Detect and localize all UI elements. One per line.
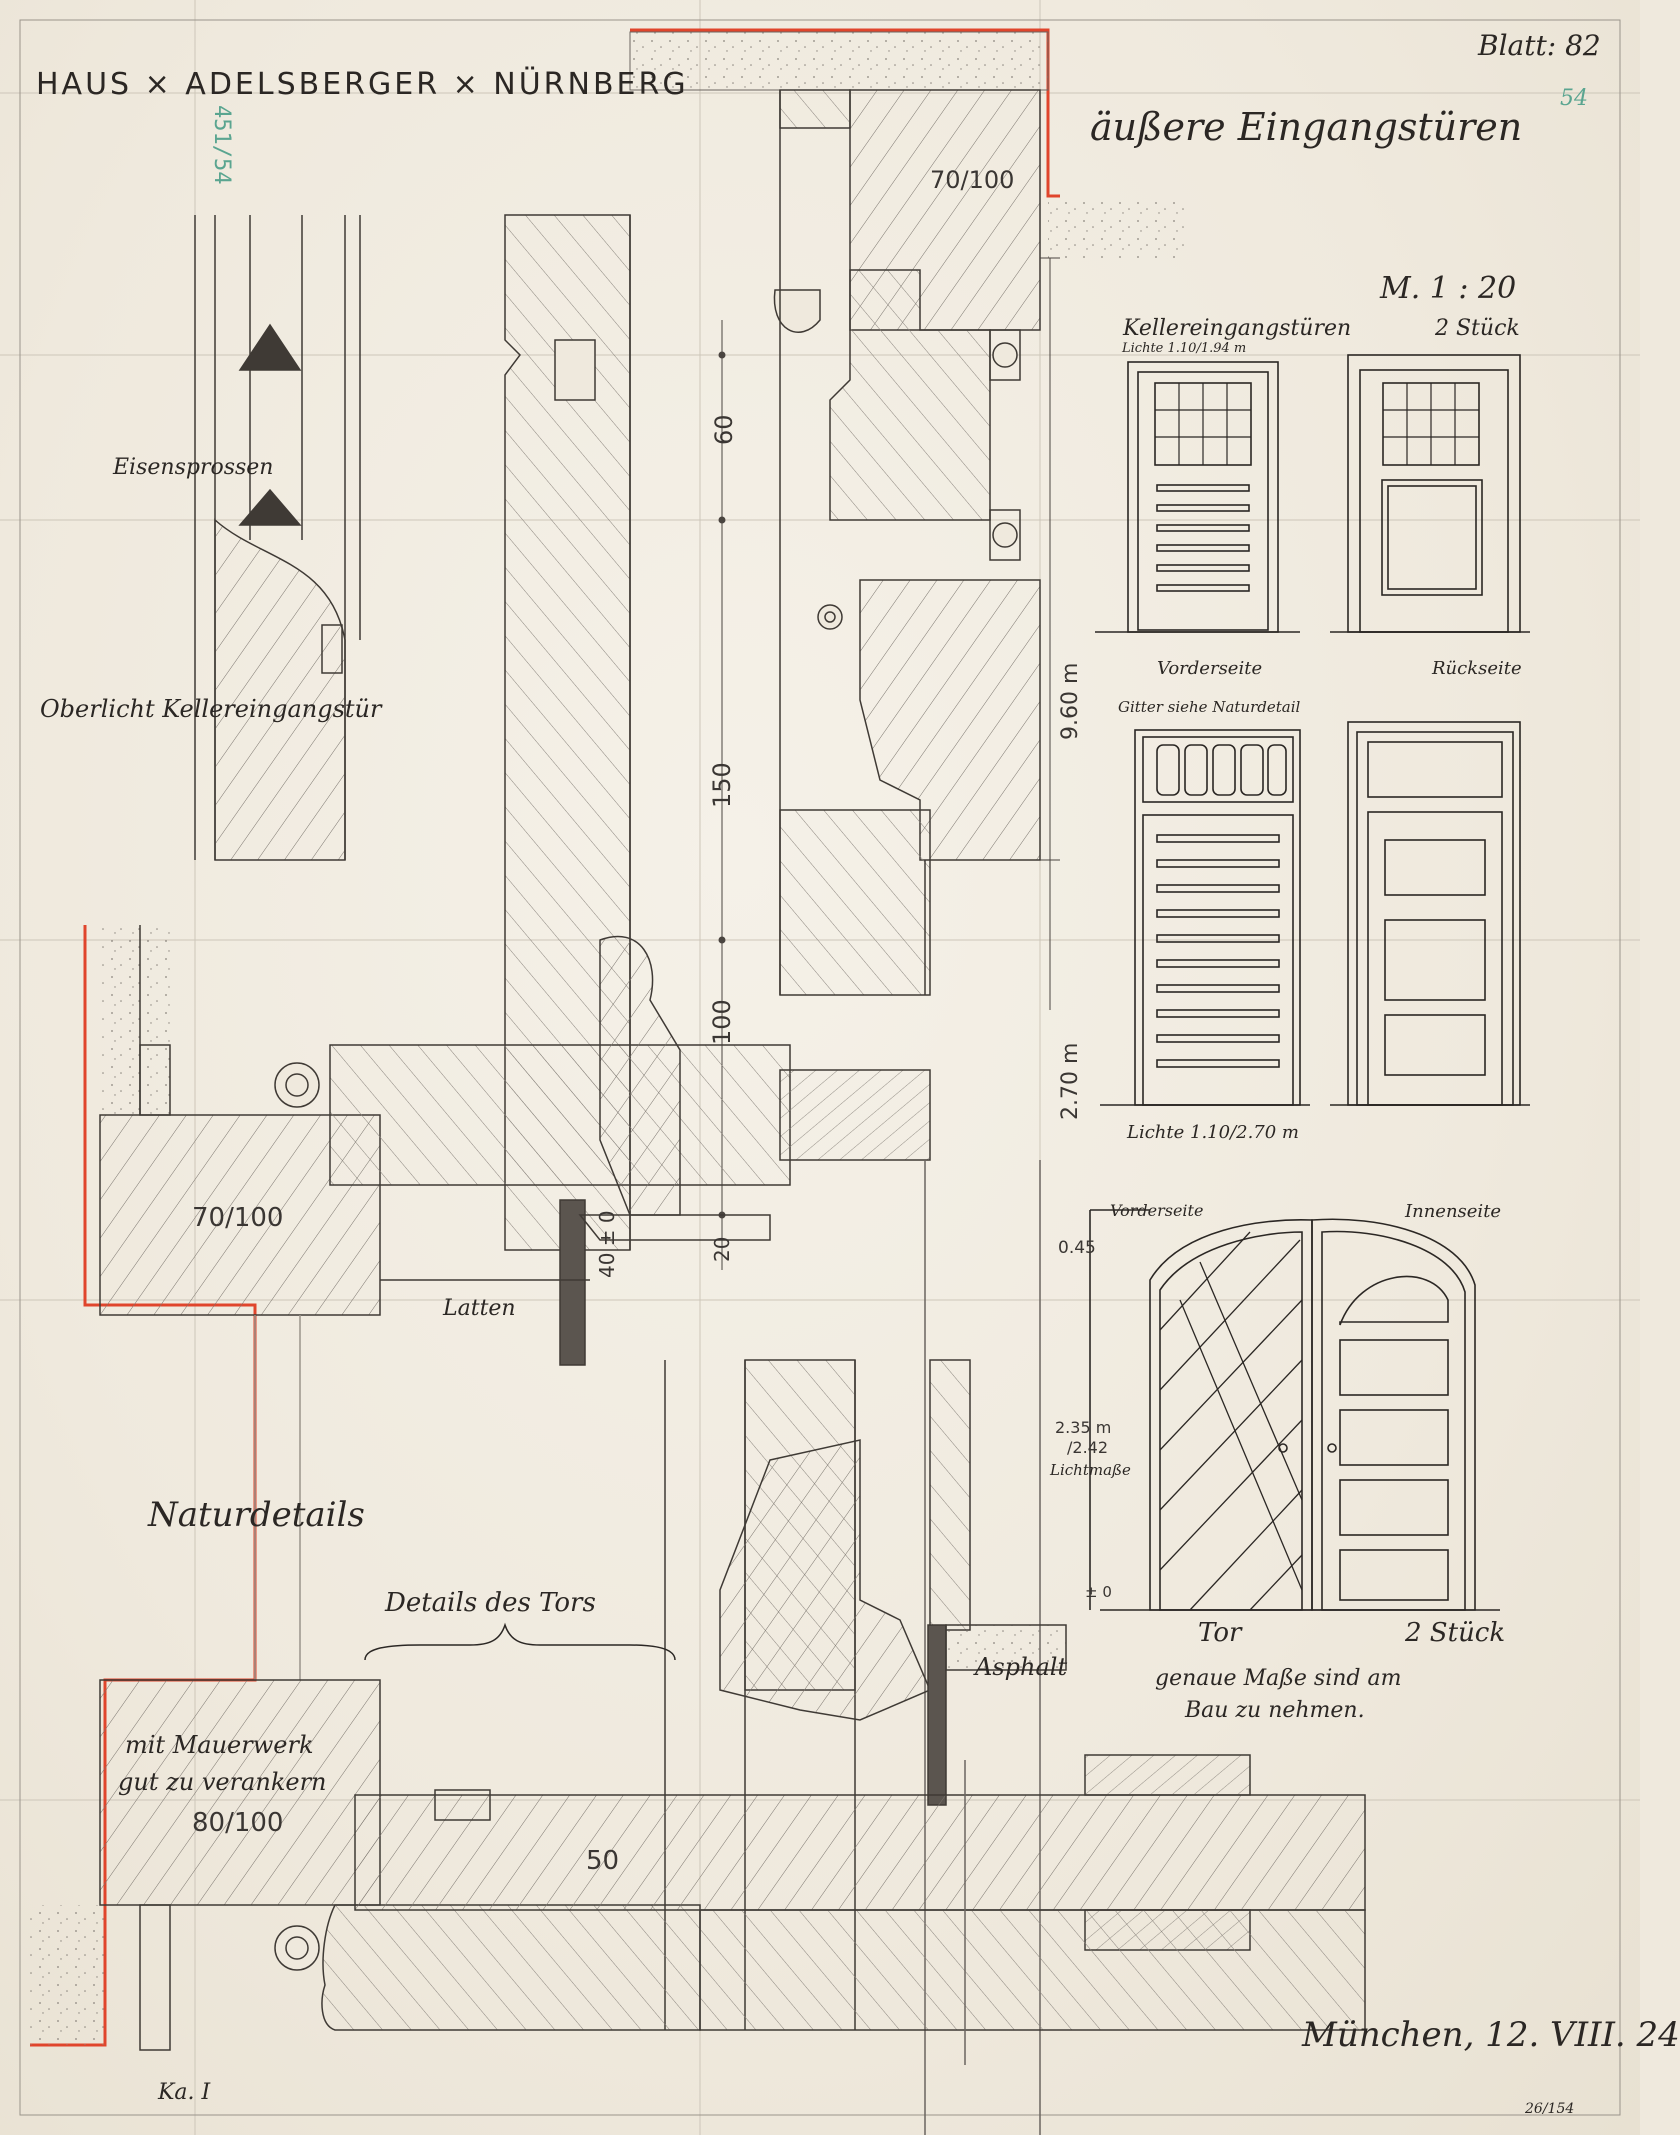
sheet-subtitle: äußere Eingangstüren bbox=[1090, 105, 1523, 149]
dim-045: 0.45 bbox=[1058, 1238, 1096, 1258]
technical-drawing bbox=[0, 0, 1640, 2135]
initials: Ka. I bbox=[158, 2080, 211, 2105]
sheet-number: Blatt: 82 bbox=[1478, 29, 1601, 62]
beam-section bbox=[30, 1679, 1366, 2065]
label-eisensprossen: Eisensprossen bbox=[113, 455, 274, 480]
dim-70-100-top: 70/100 bbox=[930, 166, 1015, 194]
dim-150: 150 bbox=[708, 762, 736, 808]
dim-50: 50 bbox=[586, 1846, 620, 1876]
label-keller-count: 2 Stück bbox=[1435, 316, 1520, 341]
label-tor-vorderseite: Vorderseite bbox=[1110, 1201, 1204, 1220]
detail-brace bbox=[364, 1622, 676, 1661]
tall-door-elevations bbox=[1100, 721, 1530, 1106]
dim-40: 40 ± 0 bbox=[595, 1210, 619, 1278]
label-tor: Tor bbox=[1198, 1618, 1242, 1648]
note-line-2: Bau zu nehmen. bbox=[1185, 1698, 1365, 1723]
sheet-title: HAUS × ADELSBERGER × NÜRNBERG bbox=[36, 67, 689, 102]
label-natur-details: Naturdetails bbox=[148, 1495, 365, 1535]
sill-section bbox=[99, 925, 791, 1680]
frame-section bbox=[773, 89, 1041, 996]
label-mauerwerk-2: gut zu verankern bbox=[118, 1768, 327, 1796]
label-asphalt: Asphalt bbox=[975, 1653, 1068, 1681]
archive-stamp: 451/54 bbox=[209, 105, 234, 185]
label-tor-count: 2 Stück bbox=[1405, 1618, 1506, 1648]
label-mauerwerk-1: mit Mauerwerk bbox=[125, 1731, 314, 1759]
dim-80-100: 80/100 bbox=[192, 1808, 284, 1838]
tor-detail-section bbox=[664, 1359, 1067, 2030]
label-details-tor: Details des Tors bbox=[385, 1588, 596, 1618]
dim-270: 2.70 m bbox=[1058, 1042, 1083, 1120]
masonry-top-right bbox=[1048, 196, 1188, 258]
label-lichtmasse: Lichtmaße bbox=[1050, 1461, 1131, 1479]
label-lichte-2: Lichte 1.10/2.70 m bbox=[1127, 1122, 1300, 1143]
wedge-section bbox=[578, 935, 1041, 2135]
dim-242: /2.42 bbox=[1067, 1438, 1109, 1457]
dim-960: 9.60 m bbox=[1058, 662, 1083, 740]
label-keller-title: Kellereingangstüren bbox=[1123, 316, 1352, 341]
label-vorderseite-1: Vorderseite bbox=[1157, 658, 1263, 679]
tor-elevation bbox=[1089, 1209, 1500, 1611]
masonry-top bbox=[629, 31, 1049, 91]
jamb-section bbox=[504, 214, 631, 1251]
dim-pm0: ± 0 bbox=[1085, 1583, 1112, 1601]
keller-door-elevations bbox=[1095, 354, 1530, 633]
label-tor-innenseite: Innenseite bbox=[1405, 1201, 1502, 1222]
sheet-border bbox=[19, 19, 1621, 2116]
scale-label: M. 1 : 20 bbox=[1380, 271, 1517, 306]
signature-place-date: München, 12. VIII. 24 bbox=[1302, 2015, 1680, 2055]
label-rueckseite: Rückseite bbox=[1432, 658, 1522, 679]
dim-60: 60 bbox=[710, 414, 738, 445]
dim-70-100-mid: 70/100 bbox=[192, 1203, 284, 1233]
label-oberlicht: Oberlicht Kellereingangstür bbox=[40, 695, 382, 723]
dim-235: 2.35 m bbox=[1055, 1418, 1112, 1437]
note-line-1: genaue Maße sind am bbox=[1155, 1666, 1402, 1691]
dim-20: 20 bbox=[710, 1236, 734, 1262]
corner-mark: 54 bbox=[1560, 86, 1588, 111]
label-keller-lichte: Lichte 1.10/1.94 m bbox=[1122, 341, 1247, 356]
dim-100: 100 bbox=[708, 999, 736, 1045]
label-gitter: Gitter siehe Naturdetail bbox=[1118, 698, 1301, 716]
oberlicht-section bbox=[194, 215, 361, 861]
label-latten: Latten bbox=[443, 1296, 516, 1321]
archive-number: 26/154 bbox=[1525, 2101, 1575, 2117]
